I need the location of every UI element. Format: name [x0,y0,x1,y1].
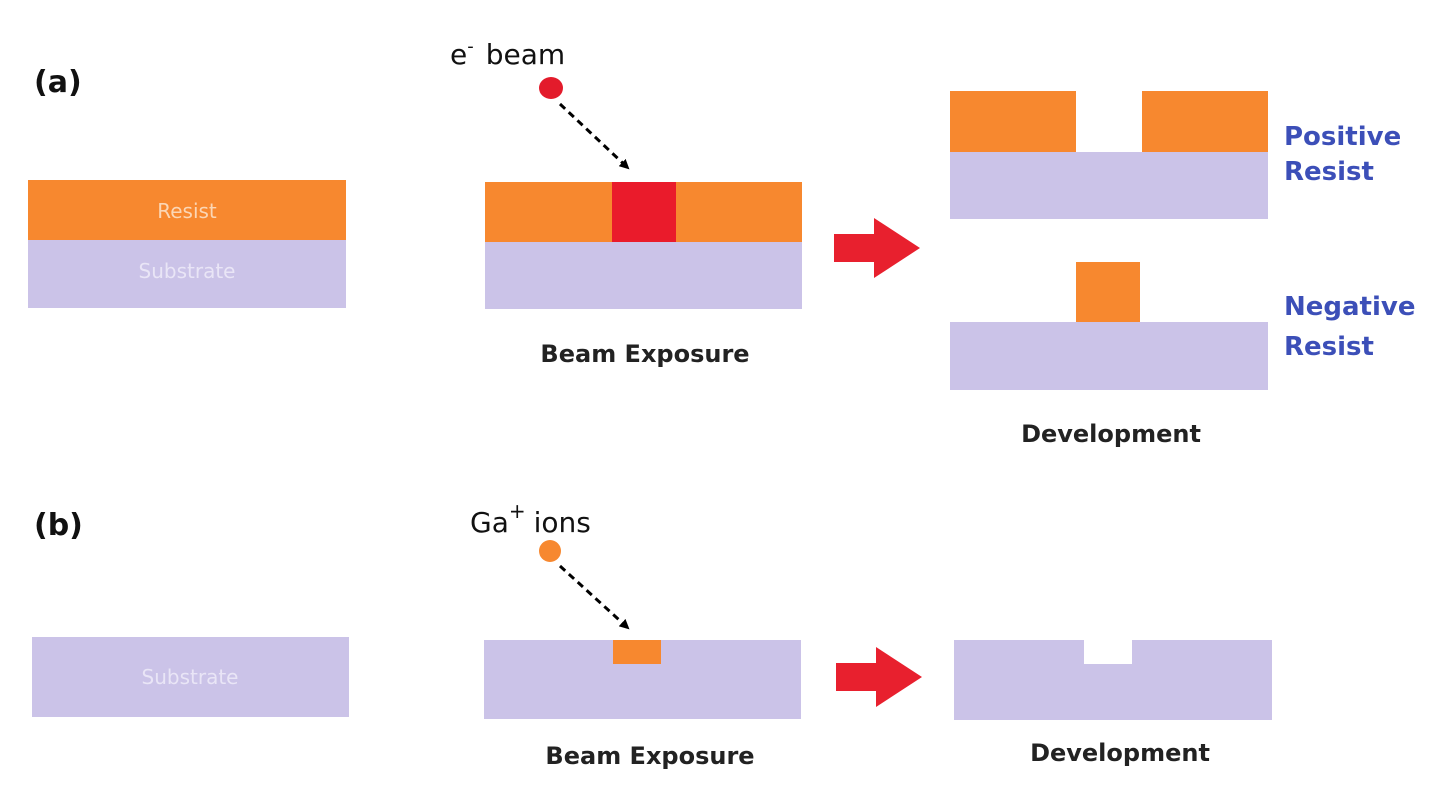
negative-resist-label-line1: Negative [1284,292,1415,322]
negative-resist-label-line2: Resist [1284,332,1374,362]
electron-trajectory-arrow [558,102,630,170]
electron-particle [539,77,563,99]
development-caption-a: Development [1021,420,1201,448]
negative-substrate-layer [950,322,1268,390]
implanted-ion-region [613,640,661,664]
gallium-ion-label: Ga+ions [470,499,591,539]
exposed-resist-region [612,182,676,242]
panel-a-label: (a) [34,65,82,100]
beam-exposure-caption-b: Beam Exposure [545,742,754,770]
gallium-ion-particle [539,540,561,562]
process-arrow-b [836,647,922,707]
exposure-substrate-layer [485,242,802,309]
positive-resist-label-line2: Resist [1284,157,1374,187]
substrate-label-b: Substrate [142,665,239,689]
development-caption-b: Development [1030,739,1210,767]
electron-beam-label: e-beam [450,36,565,71]
beam-exposure-caption-a: Beam Exposure [540,340,749,368]
resist-layer-label: Resist [157,199,217,223]
positive-resist-right-block [1142,91,1268,152]
initial-resist-layer [28,180,346,240]
process-arrow-a [834,218,920,278]
positive-resist-left-block [950,91,1076,152]
positive-resist-label-line1: Positive [1284,122,1401,152]
positive-substrate-layer [950,152,1268,219]
developed-substrate-b [954,640,1272,720]
ion-trajectory-arrow [558,564,630,630]
substrate-layer-label: Substrate [139,259,236,283]
panel-b-label: (b) [34,508,83,543]
negative-resist-block [1076,262,1140,322]
initial-substrate-layer [28,240,346,308]
initial-substrate-b [32,637,349,717]
